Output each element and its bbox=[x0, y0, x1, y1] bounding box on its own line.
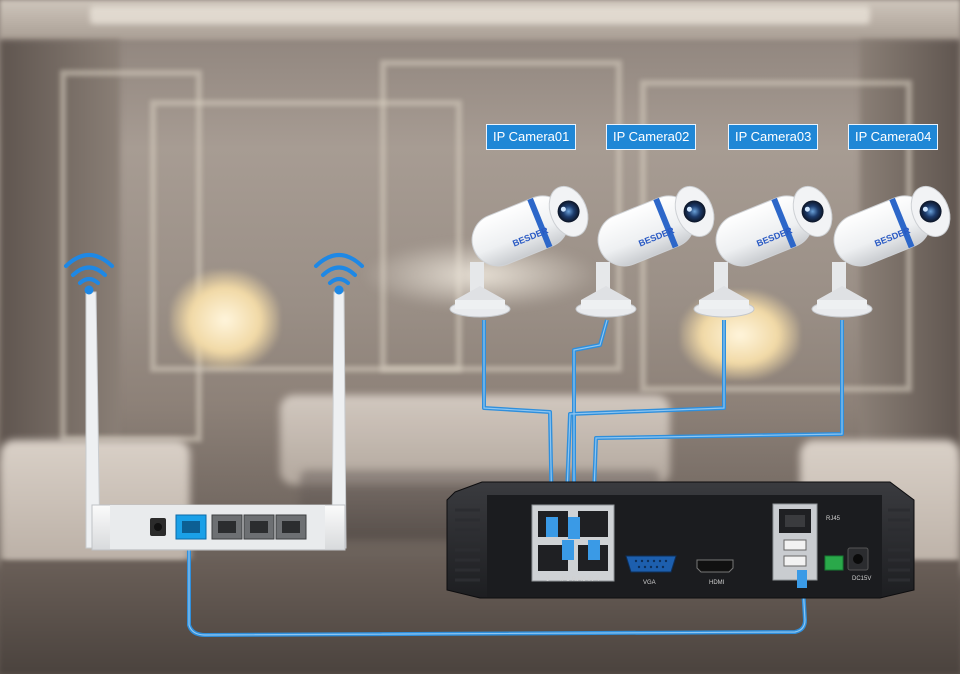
wifi-icon bbox=[314, 253, 364, 295]
rj45-label: RJ45 bbox=[826, 516, 841, 522]
ipc-ports-label: IPC RJ45 IN bbox=[560, 577, 593, 583]
wifi-router bbox=[85, 291, 347, 551]
camera-label-03: IP Camera03 bbox=[728, 124, 819, 150]
wall-panel bbox=[60, 70, 202, 442]
camera-02: BESDER bbox=[575, 185, 715, 318]
vga-port bbox=[625, 555, 677, 573]
port-number-3: 3 bbox=[546, 577, 550, 583]
port-number-4: 4 bbox=[596, 577, 600, 583]
wall-panel bbox=[150, 100, 462, 372]
hdmi-label: HDMI bbox=[709, 580, 725, 586]
camera-03: BESDER bbox=[693, 185, 833, 318]
hdmi-port bbox=[696, 559, 734, 573]
camera-label-04: IP Camera04 bbox=[848, 124, 939, 150]
nvr-recorder: 3 IPC RJ45 IN 4 VGA HDMI RJ45 bbox=[446, 481, 915, 599]
camera-01: BESDER bbox=[449, 185, 589, 318]
vga-label: VGA bbox=[643, 580, 656, 586]
camera-label-01: IP Camera01 bbox=[486, 124, 577, 150]
lamp bbox=[170, 270, 280, 370]
wifi-icon bbox=[64, 253, 114, 295]
ceiling-light bbox=[90, 6, 870, 24]
camera-label-02: IP Camera02 bbox=[606, 124, 697, 150]
power-label: DC15V bbox=[852, 576, 871, 582]
camera-04: BESDER bbox=[811, 185, 951, 318]
